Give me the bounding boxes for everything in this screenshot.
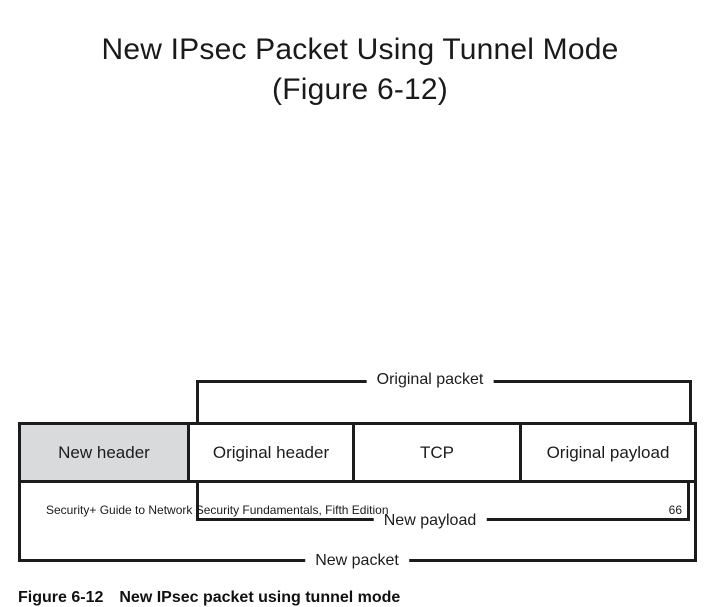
bracket-label-original-packet: Original packet [366,371,494,389]
footer-book-title: Security+ Guide to Network Security Fund… [46,503,389,517]
page-title-line-1: New IPsec Packet Using Tunnel Mode [101,33,619,66]
packet-cell-original-payload: Original payload [522,425,694,480]
packet-field-row: New header Original header TCP Original … [18,422,697,483]
figure-caption-text: New IPsec packet using tunnel mode [119,589,401,606]
packet-diagram: Original packet New header Original head… [0,180,720,606]
bracket-label-new-packet: New packet [305,552,409,570]
packet-cell-tcp: TCP [355,425,522,480]
figure-caption: Figure 6-12 New IPsec packet using tunnel… [18,589,400,607]
packet-cell-new-header: New header [21,425,190,480]
page-title: New IPsec Packet Using Tunnel Mode (Figu… [36,30,684,110]
figure-caption-number: Figure 6-12 [18,589,104,606]
slide-footer: Security+ Guide to Network Security Fund… [0,500,720,522]
bracket-new-packet [18,483,697,562]
packet-cell-original-header: Original header [190,425,355,480]
page-title-line-2: (Figure 6-12) [272,73,448,106]
footer-page-number: 66 [668,503,682,517]
bracket-label-new-payload: New payload [373,512,487,530]
